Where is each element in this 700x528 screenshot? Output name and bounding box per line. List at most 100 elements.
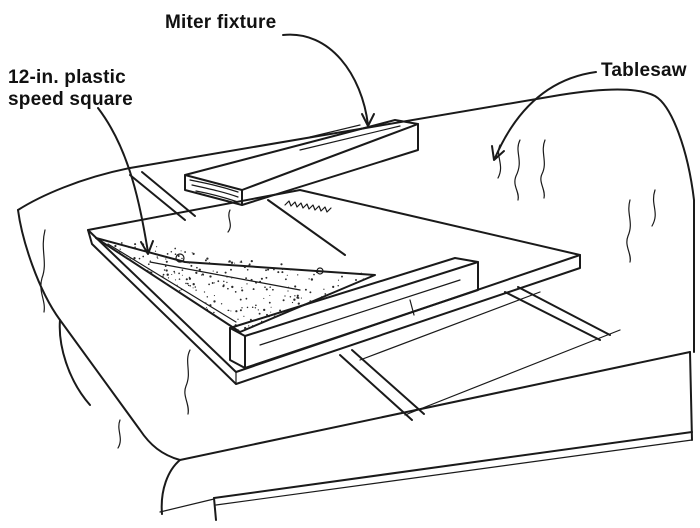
speckle-dot [206, 257, 209, 260]
speckle-dot [243, 315, 245, 317]
label-tablesaw: Tablesaw [601, 60, 687, 81]
speckle-dot [202, 274, 205, 276]
speckle-dot [166, 273, 169, 276]
speckle-dot [337, 279, 340, 281]
speckle-dot [209, 275, 212, 278]
speckle-dot [267, 268, 270, 271]
speckle-dot [324, 293, 327, 295]
speckle-dot [259, 280, 262, 283]
speckle-dot [296, 294, 299, 297]
speed-square-texture [114, 242, 365, 332]
speckle-dot [294, 285, 297, 288]
speckle-dot [205, 307, 207, 309]
speckle-dot [178, 278, 181, 280]
speckle-dot [162, 273, 165, 276]
speckle-dot [270, 306, 272, 308]
speckle-dot [250, 259, 253, 263]
speckle-dot [196, 266, 198, 269]
speckle-dot [208, 283, 210, 286]
speckle-dot [204, 259, 207, 262]
speckle-dot [239, 261, 241, 263]
speckle-dot [321, 296, 323, 298]
speckle-dot [208, 262, 211, 264]
speckle-dot [211, 282, 214, 284]
speckle-dot [263, 297, 265, 299]
speckle-dot [263, 308, 266, 312]
speckle-dot [154, 250, 157, 252]
speckle-dot [240, 261, 243, 263]
speckle-dot [289, 296, 292, 298]
speckle-dot [212, 270, 214, 272]
speckle-dot [138, 257, 141, 260]
speckle-dot [213, 295, 215, 297]
speckle-dot [171, 273, 173, 276]
speckle-dot [280, 263, 283, 266]
speckle-dot [300, 297, 302, 299]
speckle-dot [228, 309, 230, 312]
speckle-dot [195, 271, 198, 274]
speckle-dot [167, 277, 170, 279]
speckle-dot [164, 265, 167, 268]
speckle-dot [226, 276, 228, 278]
speckle-dot [187, 262, 189, 264]
speckle-dot [291, 301, 294, 304]
speckle-dot [286, 274, 288, 276]
speckle-dot [273, 315, 277, 318]
label-speed-square-line2: speed square [8, 89, 133, 110]
speckle-dot [341, 275, 343, 278]
speckle-dot [190, 264, 193, 267]
speckle-dot [147, 269, 149, 272]
speckle-dot [188, 277, 192, 280]
speckle-dot [248, 263, 251, 266]
speckle-dot [265, 288, 268, 291]
speckle-dot [165, 282, 168, 285]
speckle-dot [310, 278, 314, 281]
speckle-dot [288, 286, 290, 288]
speckle-dot [251, 306, 254, 309]
speckle-dot [245, 277, 248, 280]
speckle-dot [249, 318, 252, 321]
speckle-dot [250, 278, 253, 281]
speckle-dot [142, 255, 145, 258]
speckle-dot [213, 300, 216, 303]
miter-slots [129, 171, 621, 421]
speckle-dot [313, 273, 315, 276]
speckle-dot [241, 287, 243, 289]
speckle-dot [239, 298, 242, 301]
speckle-dot [230, 310, 232, 312]
speckle-dot [174, 272, 176, 274]
speckle-dot [185, 278, 188, 281]
speckle-dot [332, 285, 335, 288]
speckle-dot [178, 272, 180, 275]
speckle-dot [165, 258, 167, 260]
speckle-dot [134, 243, 137, 246]
speckle-dot [287, 290, 289, 292]
speckle-dot [309, 300, 312, 303]
speckle-dot [163, 269, 166, 271]
speckle-dot [181, 257, 183, 260]
speckle-dot [181, 274, 183, 276]
front-fence [229, 257, 479, 369]
speckle-dot [194, 286, 197, 288]
speckle-dot [206, 308, 209, 311]
speckle-dot [200, 274, 203, 276]
speckle-dot [120, 242, 123, 244]
speckle-dot [187, 284, 190, 287]
speckle-dot [128, 258, 131, 261]
speckle-dot [184, 251, 187, 253]
speckle-dot [258, 312, 261, 315]
speckle-dot [216, 271, 218, 274]
speckle-dot [228, 260, 231, 263]
speckle-dot [269, 286, 271, 288]
speckle-dot [295, 288, 297, 290]
speckle-dot [304, 288, 307, 291]
speckle-dot [245, 297, 248, 300]
speckle-dot [174, 253, 177, 256]
speckle-dot [362, 278, 365, 280]
speckle-dot [206, 296, 209, 298]
speckle-dot [231, 277, 233, 279]
speed-square [95, 237, 376, 333]
speckle-dot [114, 244, 117, 248]
